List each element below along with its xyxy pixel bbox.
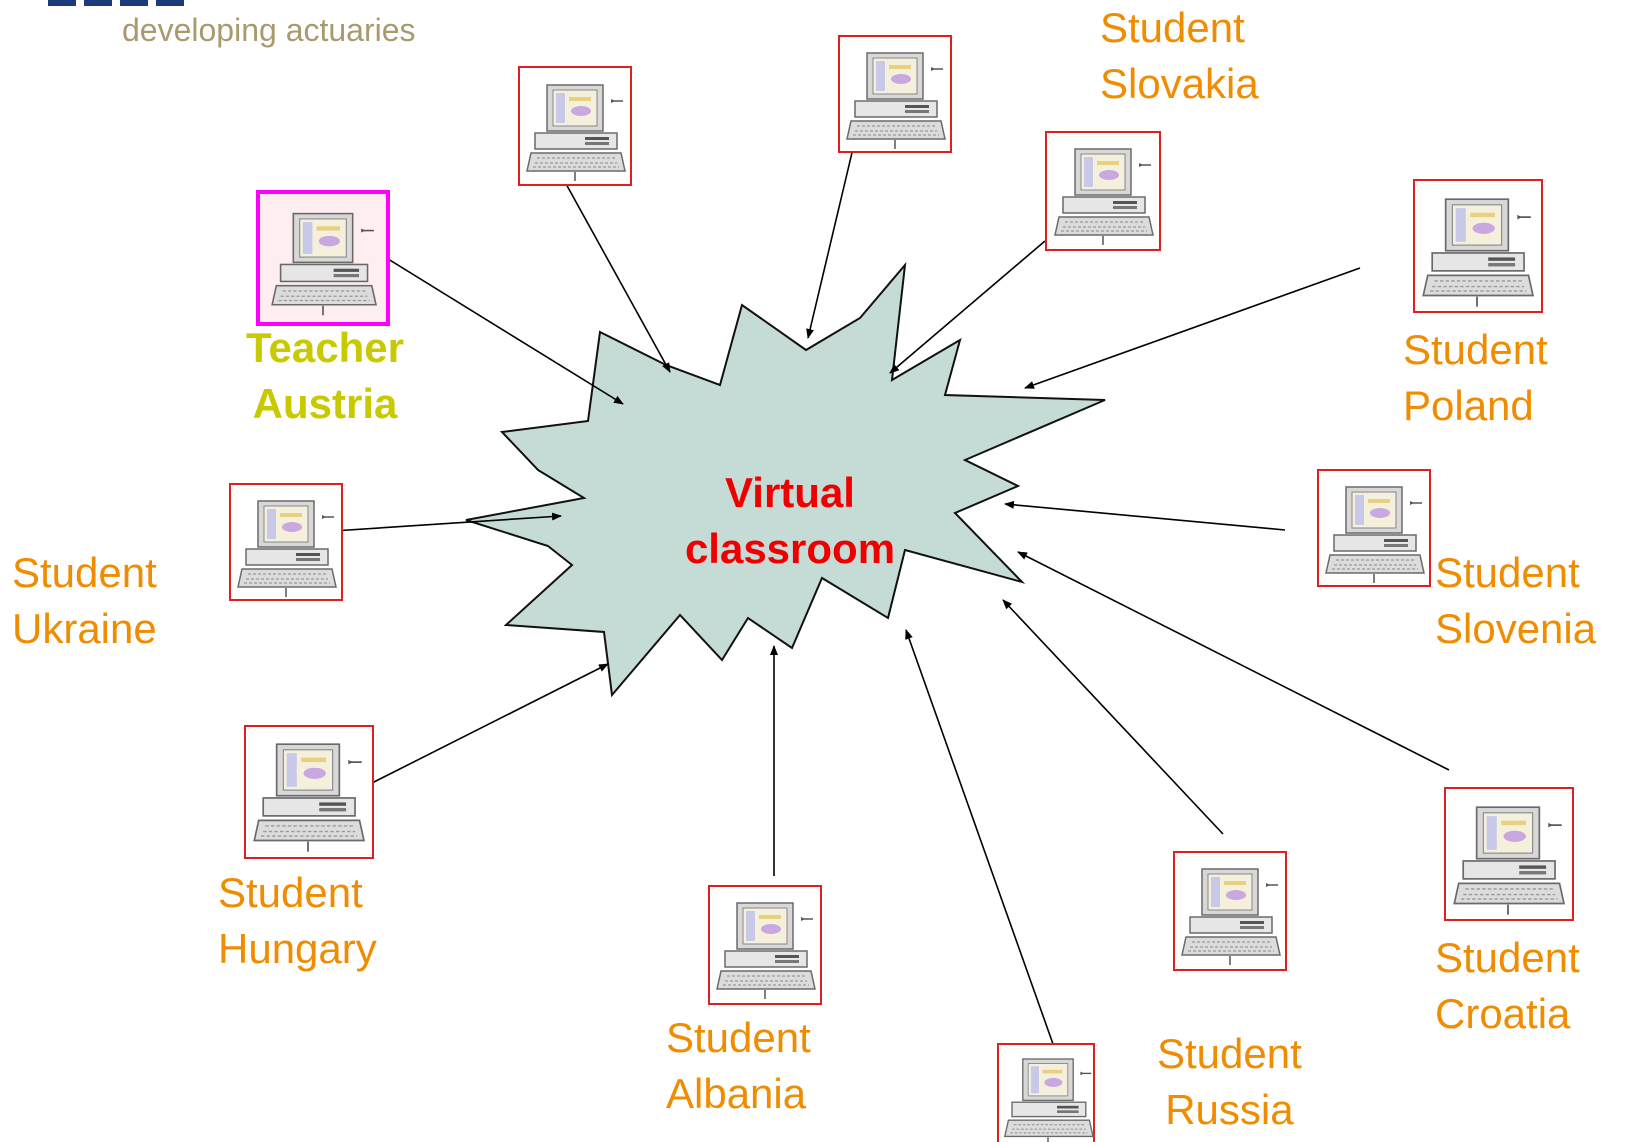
node-role: Student [1403,326,1548,373]
node-label-student-croatia: Student Croatia [1435,930,1580,1042]
logo-block [48,0,76,6]
computer-icon-russia [1173,851,1287,971]
logo-block [84,0,112,6]
connection-arrow [1004,500,1286,531]
node-label-teacher-austria: Teacher Austria [225,320,425,432]
connection-arrow [1024,267,1361,389]
connection-arrow [806,139,856,339]
node-role: Teacher [246,324,404,371]
computer-icon-top-left [518,66,632,186]
connection-arrow [379,253,624,405]
computer-icon-teacher-austria [256,190,390,326]
node-role: Student [1157,1030,1302,1077]
node-country: Albania [666,1070,807,1117]
node-country: Poland [1403,382,1534,429]
node-label-student-slovakia: Student Slovakia [1100,0,1259,112]
node-country: Russia [1165,1086,1294,1133]
connection-arrow [905,629,1054,1045]
node-role: Student [1100,4,1245,51]
node-role: Student [1435,934,1580,981]
computer-icon-croatia [1444,787,1574,921]
hub-label-line2: classroom [684,525,896,572]
connection-arrow [1017,551,1450,771]
node-role: Student [666,1014,811,1061]
node-country: Austria [252,380,398,427]
node-country: Croatia [1435,990,1571,1037]
node-label-student-poland: Student Poland [1403,322,1548,434]
connection-arrow [559,172,671,373]
logo-block [120,0,148,6]
node-country: Hungary [218,925,377,972]
node-role: Student [218,869,363,916]
hub-label: Virtual classroom [640,465,940,577]
logo-block [156,0,184,6]
computer-icon-slovenia [1317,469,1431,587]
computer-icon-bottom [997,1043,1095,1142]
computer-icon-slovakia [1045,131,1161,251]
node-label-student-ukraine: Student Ukraine [12,545,157,657]
computer-icon-top-middle [838,35,952,153]
node-country: Ukraine [12,605,157,652]
node-label-student-slovenia: Student Slovenia [1435,545,1596,657]
node-label-student-hungary: Student Hungary [218,865,377,977]
logo-tagline: developing actuaries [122,12,416,48]
node-role: Student [1435,549,1580,596]
node-role: Student [12,549,157,596]
computer-icon-albania [708,885,822,1005]
connection-arrow [889,240,1046,374]
computer-icon-hungary [244,725,374,859]
connection-arrow [332,512,562,532]
virtual-classroom-hub [465,261,1106,698]
node-country: Slovenia [1435,605,1597,652]
hub-label-line1: Virtual [725,469,855,516]
node-country: Slovakia [1100,60,1259,107]
computer-icon-ukraine [229,483,343,601]
connection-arrow [369,663,609,785]
connection-arrow [1002,599,1224,835]
node-label-student-russia: Student Russia [1157,1026,1302,1138]
node-label-student-albania: Student Albania [666,1010,811,1122]
computer-icon-poland [1413,179,1543,313]
